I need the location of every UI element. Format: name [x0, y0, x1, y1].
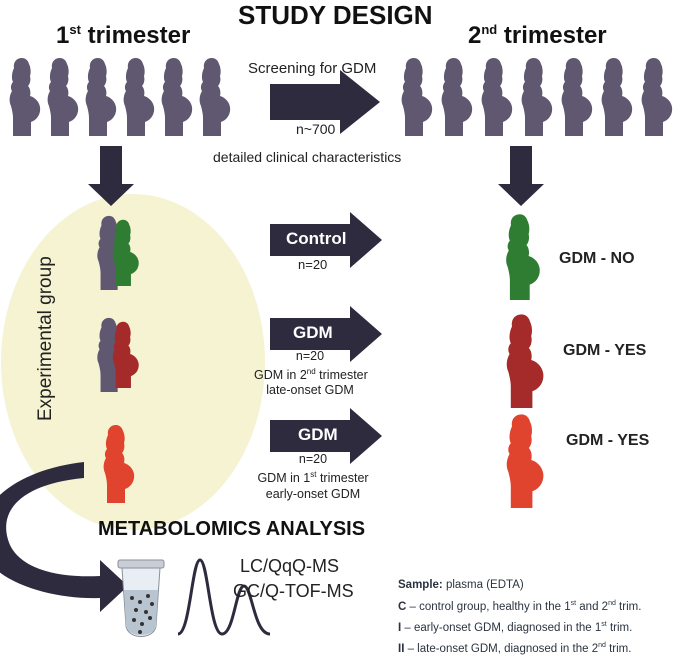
- legend-sample: Sample: plasma (EDTA): [398, 579, 524, 591]
- outcome-woman-control: [506, 214, 540, 300]
- late-gdm-text: n=20 GDM in 2nd trimester late-onset GDM: [254, 349, 368, 398]
- metabolomics-title: METABOLOMICS ANALYSIS: [98, 518, 366, 540]
- control-arrow-label: Control: [286, 229, 347, 248]
- outcome-woman-late: [506, 314, 544, 408]
- screening-label: Screening for GDM: [248, 60, 377, 77]
- late-gdm-arrow-label: GDM: [293, 323, 333, 342]
- outcome-early: GDM - YES: [566, 432, 650, 449]
- down-arrow-right: [498, 146, 544, 206]
- screening-n: n~700: [296, 121, 336, 137]
- page-title: STUDY DESIGN: [238, 0, 433, 30]
- legend-ii: II – late-onset GDM, diagnosed in the 2n…: [398, 642, 632, 655]
- control-arrow: [270, 212, 382, 268]
- down-arrow-left: [88, 146, 134, 206]
- sample-tube-icon: [117, 559, 165, 637]
- early-gdm-arrow: [270, 408, 382, 464]
- early-gdm-text: n=20 GDM in 1st trimester early-onset GD…: [257, 452, 369, 502]
- chromatogram: [177, 558, 271, 636]
- screening-detail: detailed clinical characteristics: [213, 149, 402, 165]
- early-gdm-arrow-label: GDM: [298, 425, 338, 444]
- outcome-late: GDM - YES: [563, 342, 647, 359]
- first-trimester-women: [9, 58, 231, 136]
- outcome-woman-early: [506, 414, 544, 508]
- first-trimester-label: 1st trimester: [56, 22, 191, 49]
- legend-c: C – control group, healthy in the 1st an…: [398, 599, 642, 613]
- method-lc: LC/QqQ-MS: [240, 556, 340, 576]
- control-n: n=20: [298, 257, 328, 272]
- outcome-control: GDM - NO: [559, 250, 635, 267]
- late-gdm-arrow: [270, 306, 382, 362]
- curved-arrow: [0, 462, 128, 612]
- screening-arrow: [270, 70, 380, 134]
- legend: Sample: plasma (EDTA) C – control group,…: [398, 577, 641, 658]
- experimental-group-label: Experimental group: [35, 256, 56, 421]
- legend-i: I – early-onset GDM, diagnosed in the 1s…: [398, 620, 633, 634]
- second-trimester-women: [401, 58, 673, 136]
- second-trimester-label: 2nd trimester: [468, 22, 607, 49]
- method-gc: GC/Q-TOF-MS: [233, 581, 354, 601]
